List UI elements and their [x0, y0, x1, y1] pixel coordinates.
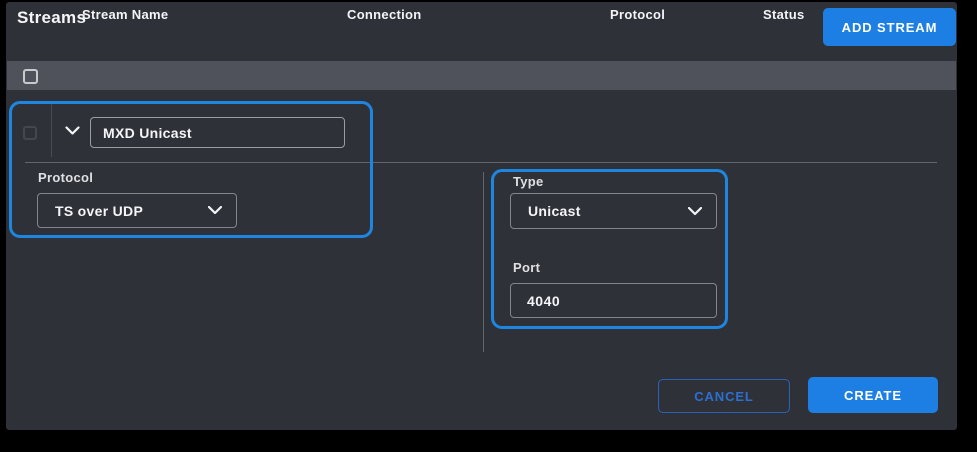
- cancel-button[interactable]: CANCEL: [658, 379, 790, 413]
- table-header-row: [7, 61, 956, 90]
- protocol-dropdown-value: TS over UDP: [55, 202, 144, 219]
- stream-name-input[interactable]: [90, 117, 345, 148]
- port-label: Port: [513, 260, 541, 275]
- port-input[interactable]: [510, 283, 717, 318]
- row-checkbox[interactable]: [23, 126, 37, 140]
- form-divider-vertical: [483, 172, 484, 352]
- add-stream-button[interactable]: ADD STREAM: [823, 8, 956, 46]
- column-header-connection: Connection: [347, 7, 422, 22]
- row-expander[interactable]: [63, 123, 81, 139]
- select-all-checkbox[interactable]: [23, 69, 38, 84]
- protocol-label: Protocol: [38, 170, 94, 185]
- type-dropdown[interactable]: Unicast: [510, 193, 717, 229]
- chevron-down-icon: [688, 206, 702, 216]
- type-dropdown-value: Unicast: [528, 203, 581, 219]
- chevron-down-icon: [208, 206, 222, 215]
- type-label: Type: [513, 174, 544, 189]
- protocol-dropdown[interactable]: TS over UDP: [37, 193, 237, 228]
- column-header-stream-name: Stream Name: [82, 7, 169, 22]
- section-divider-horizontal: [25, 162, 937, 163]
- page-title: Streams: [17, 8, 87, 27]
- column-header-protocol: Protocol: [610, 7, 666, 22]
- create-button[interactable]: CREATE: [808, 377, 938, 413]
- chevron-down-icon: [64, 126, 80, 136]
- row-divider: [51, 104, 52, 157]
- column-header-status: Status: [763, 7, 805, 22]
